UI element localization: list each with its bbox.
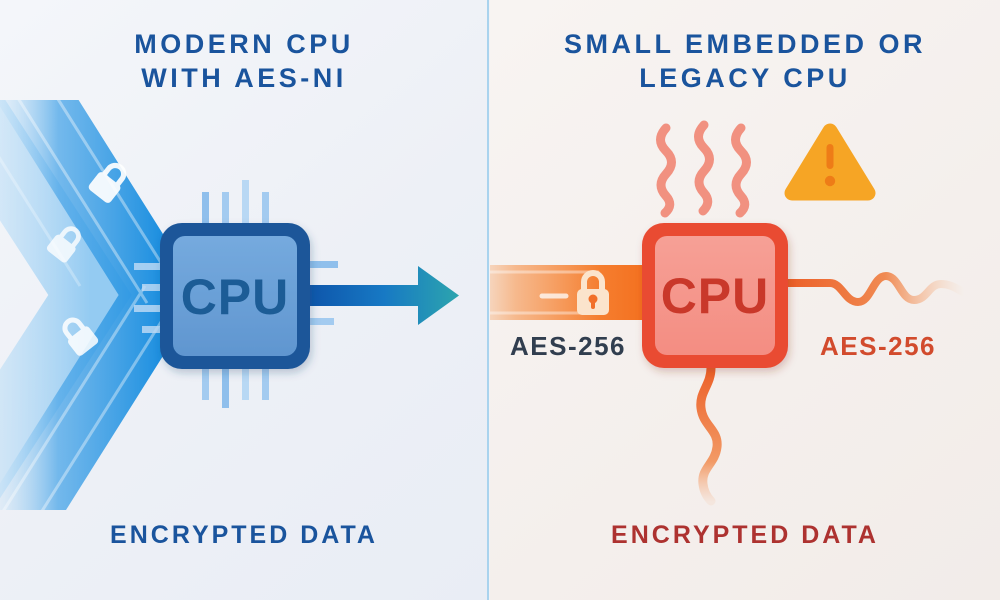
cpu-chip-icon: CPU <box>160 223 310 369</box>
panel-title-left: MODERN CPU WITH AES-NI <box>0 27 488 95</box>
cpu-label: CPU <box>661 268 770 324</box>
footer-label-left: ENCRYPTED DATA <box>110 521 378 549</box>
fast-output-arrow-icon <box>310 266 459 325</box>
cpu-label: CPU <box>181 269 290 325</box>
panel-title-right: SMALL EMBEDDED OR LEGACY CPU <box>490 27 1000 95</box>
left-art: CPU <box>0 100 459 510</box>
panel-legacy-cpu: SMALL EMBEDDED OR LEGACY CPU <box>490 0 1000 600</box>
exclamation-mark <box>824 144 836 187</box>
cpu-pins <box>134 180 338 408</box>
cpu-chip-icon: CPU <box>642 223 788 368</box>
warning-triangle-icon <box>784 123 876 201</box>
footer-label-right: ENCRYPTED DATA <box>611 521 879 549</box>
band-streaks <box>490 270 600 315</box>
aes-in-label: AES-256 <box>510 331 626 361</box>
heat-waves-icon <box>656 120 751 218</box>
title-line-2: LEGACY CPU <box>639 63 851 93</box>
title-line-1: SMALL EMBEDDED OR <box>563 29 926 59</box>
heat-leak-wave-icon <box>696 363 722 506</box>
title-line-2: WITH AES-NI <box>141 63 347 93</box>
encrypted-input-band <box>490 265 646 320</box>
panel-divider <box>487 0 489 600</box>
slow-wavy-output-line-icon <box>784 271 967 307</box>
title-line-1: MODERN CPU <box>134 29 354 59</box>
panel-modern-cpu: MODERN CPU WITH AES-NI <box>0 0 488 600</box>
aes-out-label: AES-256 <box>820 331 936 361</box>
padlock-icon <box>577 270 609 315</box>
right-art: CPU AES-256 AES-256 <box>490 120 967 506</box>
